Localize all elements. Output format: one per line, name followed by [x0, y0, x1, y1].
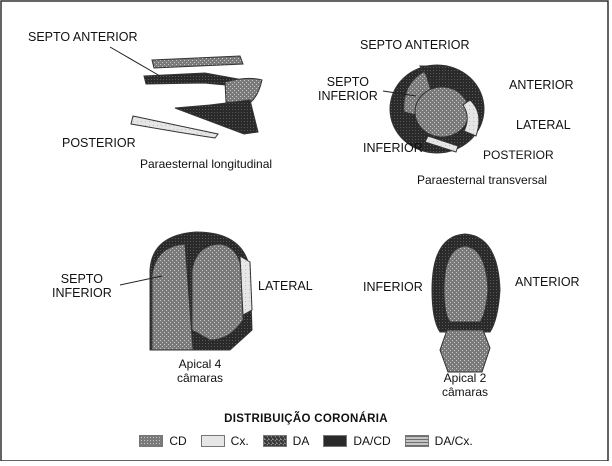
figure-border [1, 1, 608, 461]
psax-label-septo-anterior: SEPTO ANTERIOR [360, 38, 470, 52]
a4c-left-ventricle [192, 244, 243, 340]
a2c-view [432, 234, 500, 372]
legend-label: DA/Cx. [435, 434, 473, 448]
a4c-label-lateral: LATERAL [258, 279, 313, 293]
psax-label-septo-inferior: SEPTO INFERIOR [318, 75, 378, 103]
psax-label-anterior: ANTERIOR [509, 78, 574, 92]
plax-top-wall [152, 56, 243, 68]
legend-swatch [139, 435, 163, 447]
legend-label: DA [293, 434, 310, 448]
legend-swatch [405, 435, 429, 447]
a2c-atrium [440, 330, 490, 372]
legend-swatch [323, 435, 347, 447]
legend-item: CD [139, 434, 186, 448]
psax-caption: Paraesternal transversal [382, 173, 582, 187]
legend: CD Cx. DA DA/CD DA/Cx. [0, 434, 612, 448]
a4c-caption: Apical 4 câmaras [150, 357, 250, 385]
legend-item: Cx. [201, 434, 249, 448]
psax-label-inferior: INFERIOR [363, 141, 423, 155]
legend-swatch [263, 435, 287, 447]
legend-label: Cx. [231, 434, 249, 448]
a2c-caption: Apical 2 câmaras [415, 371, 515, 399]
legend-swatch [201, 435, 225, 447]
plax-label-septo-anterior: SEPTO ANTERIOR [28, 30, 138, 44]
plax-label-posterior: POSTERIOR [62, 136, 136, 150]
psax-label-posterior: POSTERIOR [483, 148, 554, 162]
a2c-label-inferior: INFERIOR [363, 280, 423, 294]
legend-label: DA/CD [353, 434, 390, 448]
plax-caption: Paraesternal longitudinal [116, 157, 296, 171]
a4c-view [120, 232, 252, 350]
psax-view [383, 65, 484, 153]
plax-aortic-root [225, 78, 262, 104]
a2c-cavity [444, 246, 488, 322]
psax-inner-cavity [415, 87, 469, 137]
psax-label-lateral: LATERAL [516, 118, 571, 132]
a4c-label-septo-inferior: SEPTO INFERIOR [52, 272, 112, 300]
legend-title: DISTRIBUIÇÃO CORONÁRIA [0, 413, 612, 425]
legend-item: DA/CD [323, 434, 390, 448]
legend-item: DA [263, 434, 310, 448]
plax-view [110, 47, 262, 138]
a2c-label-anterior: ANTERIOR [515, 275, 580, 289]
legend-label: CD [169, 434, 186, 448]
legend-item: DA/Cx. [405, 434, 473, 448]
